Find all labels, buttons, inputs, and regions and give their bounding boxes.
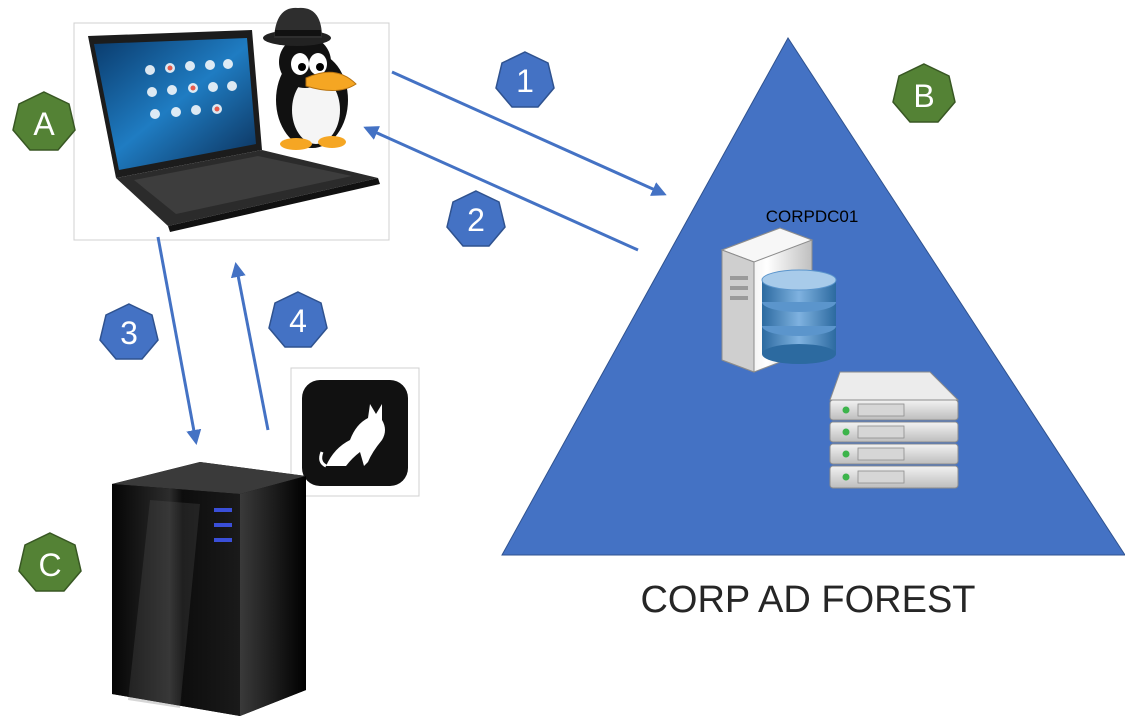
arrow-step-2: [363, 126, 639, 252]
rack-unit: [829, 421, 959, 443]
flow-arrows: [156, 70, 667, 445]
arrow-step-1: [391, 70, 667, 196]
rack-unit: [829, 465, 959, 489]
laptop-icon: [88, 30, 380, 232]
svg-text:1: 1: [516, 63, 534, 99]
step-badge-2: 2: [446, 190, 506, 247]
tower-server-icon: [112, 462, 306, 716]
server-name-label: CORPDC01: [766, 207, 859, 226]
svg-text:3: 3: [120, 315, 138, 351]
step-badge-3: 3: [99, 303, 159, 360]
rack-unit: [829, 443, 959, 465]
linux-penguin-icon: [263, 7, 357, 150]
step-badge-4: 4: [268, 291, 328, 348]
node-badge-b: B: [892, 63, 956, 123]
node-badge-a: A: [12, 91, 76, 151]
database-icon: [761, 269, 837, 364]
svg-text:A: A: [33, 106, 55, 142]
step-badge-1: 1: [495, 51, 555, 108]
domain-controller-icon: [720, 227, 837, 373]
workstation-panel: [73, 7, 390, 241]
svg-text:4: 4: [289, 303, 307, 339]
server-rack-icon: [829, 371, 960, 489]
svg-text:B: B: [913, 78, 934, 114]
cat-tool-icon: [290, 367, 420, 497]
rack-unit: [829, 399, 959, 421]
arrow-step-3: [156, 236, 202, 445]
svg-text:C: C: [38, 547, 61, 583]
arrow-step-4: [230, 262, 270, 431]
svg-text:2: 2: [467, 202, 485, 238]
forest-caption: CORP AD FOREST: [640, 579, 975, 621]
node-badge-c: C: [18, 532, 82, 592]
